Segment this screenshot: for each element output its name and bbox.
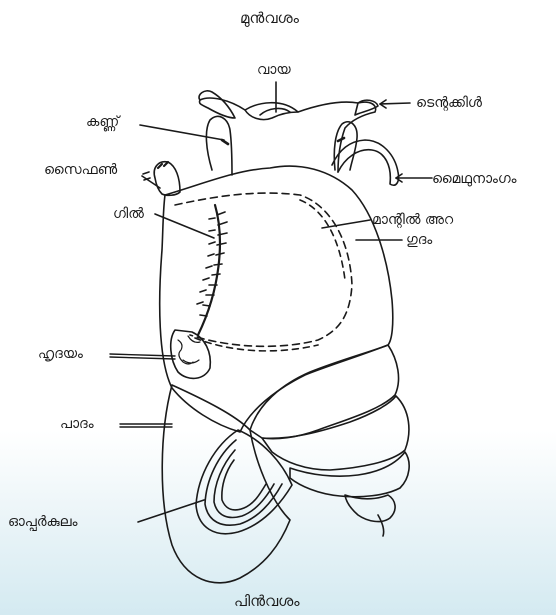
- pointer-mantle-cavity: [322, 220, 370, 228]
- label-foot: പാദം: [60, 416, 94, 432]
- heart-shape: [171, 330, 211, 378]
- label-siphon: സൈഫൺ: [44, 162, 117, 178]
- label-eye: കണ്ണ്: [86, 114, 119, 130]
- shell-whorl-2: [262, 396, 409, 470]
- label-tentacle: ടെന്റക്കിൾ: [416, 95, 482, 111]
- genital-organ: [332, 140, 399, 185]
- left-eye-stalk: [206, 116, 232, 175]
- pointer-tentacle: [380, 103, 410, 104]
- pointer-gill: [155, 214, 214, 238]
- shell-body-whorl: [250, 345, 399, 439]
- head-shape: [200, 98, 376, 172]
- shell-apex: [345, 495, 395, 522]
- foot-shape: [162, 385, 290, 583]
- label-gill: ഗിൽ: [113, 206, 144, 222]
- mantle-body: [160, 166, 393, 432]
- pointer-operculum: [138, 500, 204, 522]
- label-anus: ഗുദം: [406, 232, 432, 248]
- label-heart: ഹൃദയം: [38, 346, 83, 362]
- label-mantle-cavity: മാന്റിൽ അറ: [372, 212, 453, 228]
- pointer-siphon: [142, 176, 160, 188]
- mantle-cavity-dashed: [175, 193, 352, 346]
- pointer-eye: [140, 125, 224, 140]
- label-genital-organ: മൈഥുനാംഗം: [432, 171, 517, 187]
- label-operculum: ഓപ്പർകുലം: [8, 514, 77, 530]
- label-mouth: വായ: [257, 62, 291, 78]
- title-anterior: മുൻവശം: [240, 10, 299, 26]
- pointer-heart: [110, 354, 175, 356]
- title-posterior: പിൻവശം: [234, 593, 300, 609]
- left-tentacle: [199, 91, 235, 118]
